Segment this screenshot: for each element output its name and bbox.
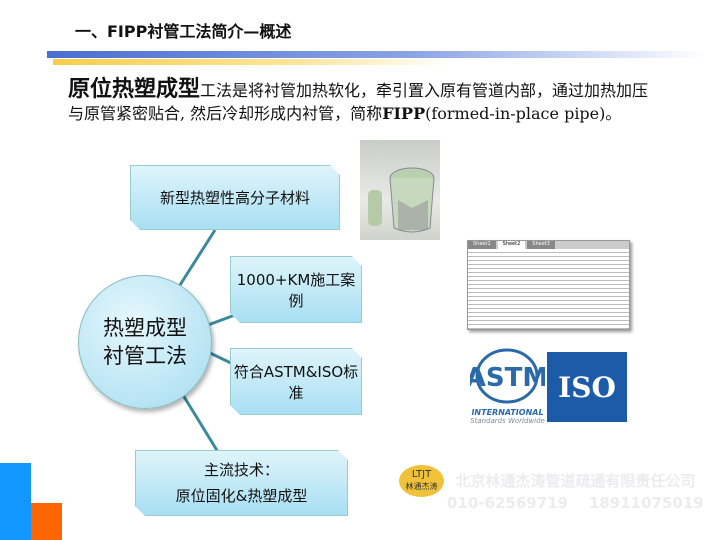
intro-text: 工法是将衬管加热软化，牵引置入原有管道内部，通过加热加压与原管紧密贴合, 然后冷…	[68, 81, 649, 123]
astm-tagline: Standards Worldwide	[470, 417, 545, 425]
feature-box-standards: 符合ASTM&ISO标准	[230, 348, 362, 415]
iso-label: ISO	[558, 370, 616, 404]
sheet-tab: Sheet3	[527, 241, 555, 249]
center-circle: 热塑成型衬管工法	[78, 275, 212, 409]
logo-abbr: LTJT	[411, 469, 432, 480]
tech-label-1: 主流技术：	[203, 461, 279, 479]
decor-orange-block	[31, 503, 62, 540]
iso-logo: ISO	[547, 352, 627, 422]
feature-label: 1000+KM施工案例	[236, 270, 356, 310]
watermark-phones: 010-62569719 18911075019	[447, 494, 704, 512]
logo-name: 林通杰涛	[405, 482, 438, 491]
feature-label: 新型热塑性高分子材料	[159, 189, 310, 207]
feature-label: 符合ASTM&ISO标准	[233, 362, 359, 402]
connector-1	[178, 229, 217, 286]
center-label-2: 衬管工法	[103, 344, 187, 368]
intro-paragraph: 原位热塑成型工法是将衬管加热软化，牵引置入原有管道内部，通过加热加压与原管紧密贴…	[68, 78, 658, 125]
company-logo: LTJT 林通杰涛	[399, 465, 444, 497]
title-divider-blue	[47, 51, 707, 58]
watermark-company: 北京林通杰涛管道疏通有限责任公司	[455, 472, 696, 490]
decor-blue-block	[0, 463, 31, 540]
center-label-1: 热塑成型	[103, 316, 187, 340]
feature-box-technology: 主流技术： 原位固化&热塑成型	[135, 450, 348, 516]
intro-lead: 原位热塑成型	[68, 76, 201, 102]
svg-text:ASTM: ASTM	[470, 363, 545, 393]
slide-title: 一、FIPP衬管工法简介—概述	[75, 22, 292, 41]
liner-pipe-photo	[360, 140, 440, 240]
feature-box-cases: 1000+KM施工案例	[230, 256, 362, 323]
watermark: 北京林通杰涛管道疏通有限责任公司 010-62569719 18911075019	[447, 470, 704, 514]
intro-abbr: FIPP	[382, 104, 426, 123]
sheet-tab: Sheet1	[468, 241, 496, 249]
feature-box-material: 新型热塑性高分子材料	[130, 165, 340, 230]
sheet-tab: Sheet2	[497, 241, 526, 249]
title-divider-yellow	[53, 59, 453, 65]
connector-4	[181, 394, 220, 453]
astm-logo: ASTM INTERNATIONAL Standards Worldwide	[466, 348, 548, 430]
intro-text-2: (formed-in-place pipe)。	[425, 104, 622, 123]
tech-label-2: 原位固化&热塑成型	[175, 487, 308, 505]
astm-name: INTERNATIONAL	[471, 408, 544, 417]
connector-2	[207, 313, 236, 327]
